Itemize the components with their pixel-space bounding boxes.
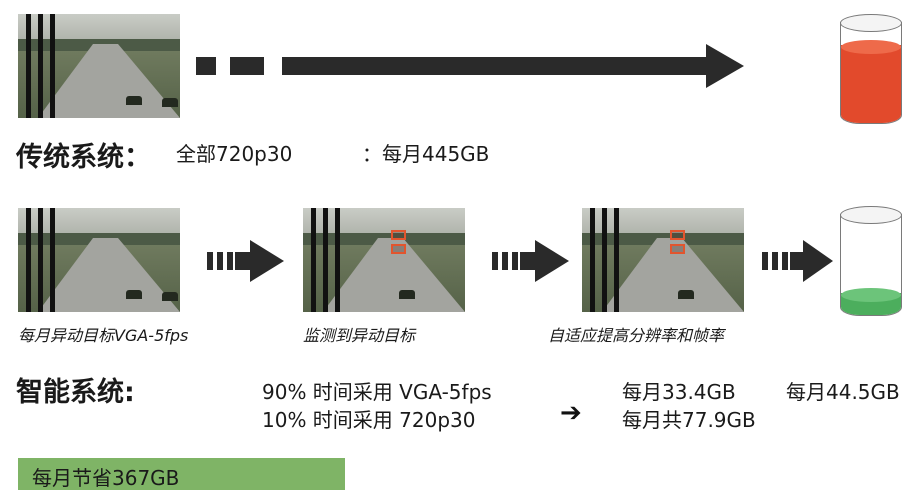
traditional-monthly: ：每月445GB xyxy=(362,142,490,166)
detection-box xyxy=(670,230,685,240)
caption-detection: 监测到异动目标 xyxy=(303,326,416,345)
savings-banner: 每月节省367GB xyxy=(18,458,345,490)
detection-box xyxy=(391,244,406,254)
result-arrow-icon: ➔ xyxy=(560,398,582,428)
smart-line-1: 90% 时间采用 VGA-5fps xyxy=(262,380,492,404)
caption-high-res: 自适应提高分辨率和帧率 xyxy=(548,326,725,345)
savings-label: 每月节省367GB xyxy=(32,466,180,490)
camera-frame-traditional xyxy=(18,14,180,118)
smart-monthly-2: 每月44.5GB xyxy=(786,380,900,404)
caption-low-res: 每月异动目标VGA-5fps xyxy=(18,326,189,345)
camera-frame-high-res xyxy=(582,208,744,312)
detection-box xyxy=(670,244,685,254)
smart-line-2: 10% 时间采用 720p30 xyxy=(262,408,476,432)
storage-cylinder-icon xyxy=(840,204,902,316)
smart-monthly-1: 每月33.4GB xyxy=(622,380,736,404)
smart-monthly-total: 每月共77.9GB xyxy=(622,408,756,432)
traditional-mode: 全部720p30 xyxy=(176,142,293,166)
traditional-title: 传统系统： xyxy=(16,142,151,173)
camera-frame-low-res xyxy=(18,208,180,312)
storage-cylinder-icon xyxy=(840,12,902,124)
smart-title: 智能系统: xyxy=(16,377,135,408)
camera-frame-detection xyxy=(303,208,465,312)
detection-box xyxy=(391,230,406,240)
